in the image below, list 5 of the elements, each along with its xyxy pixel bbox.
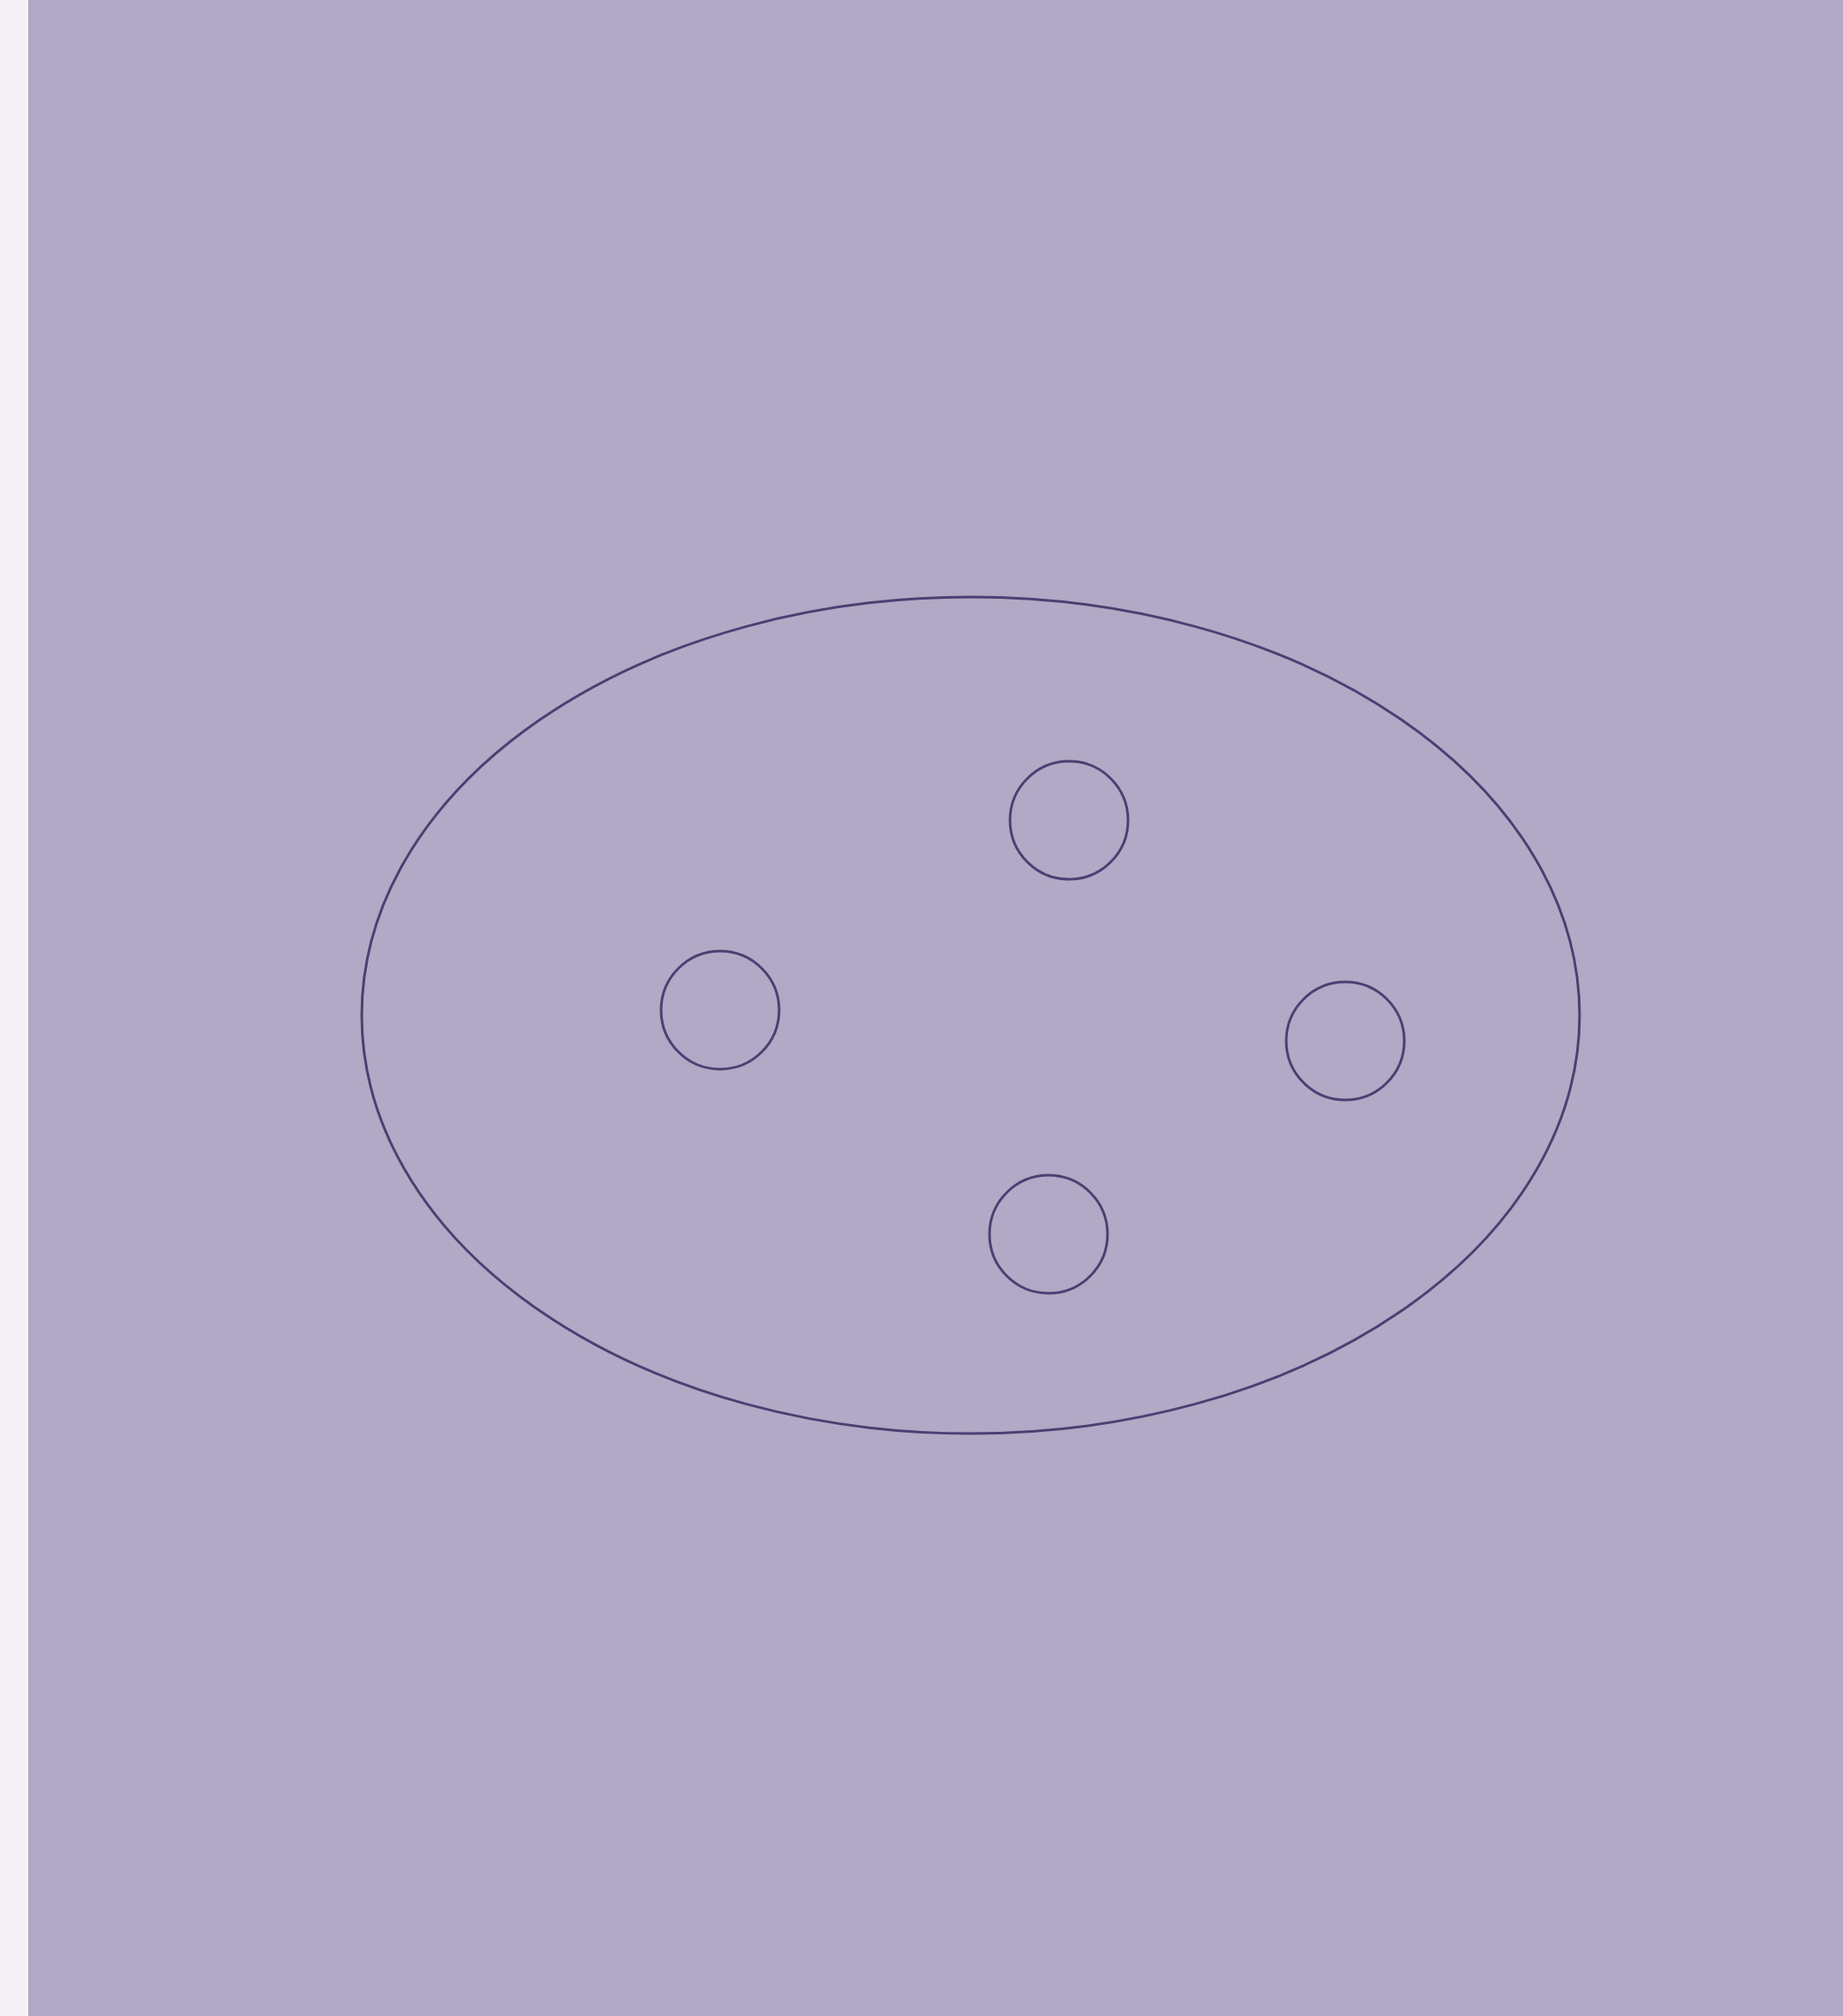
ellipse-outline (360, 595, 1581, 1435)
circle-outline (1008, 760, 1130, 881)
circle-outline (1285, 980, 1406, 1102)
circle-outline (659, 949, 781, 1071)
circle-outline (988, 1174, 1109, 1295)
